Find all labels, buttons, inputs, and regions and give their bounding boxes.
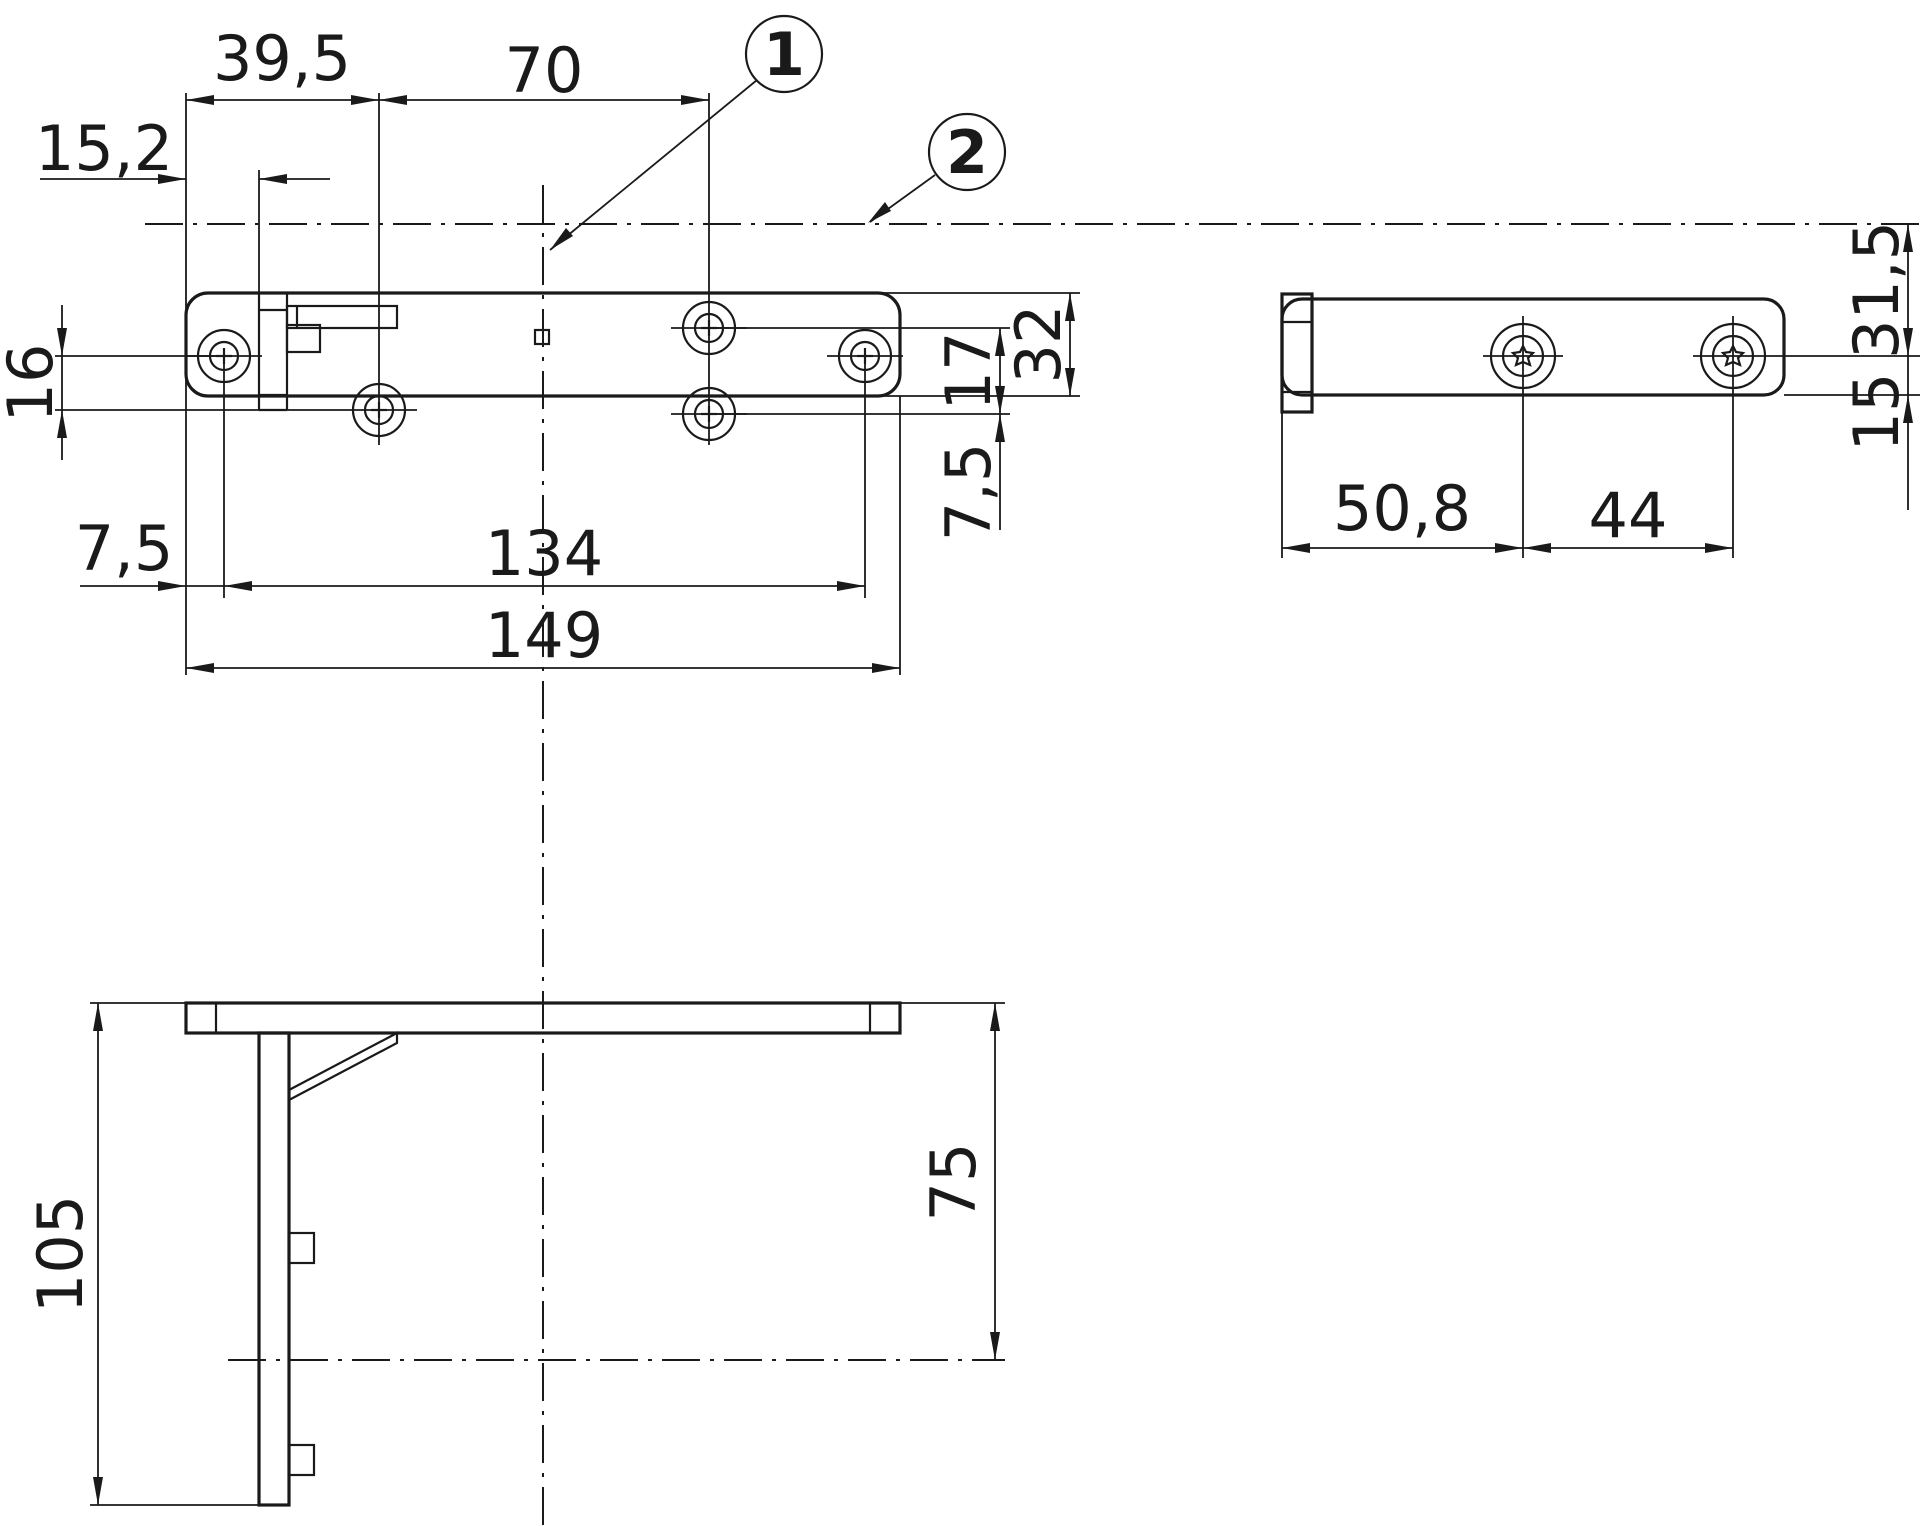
callout-1 bbox=[549, 14, 824, 251]
center-lines bbox=[145, 185, 1920, 1526]
dim-label-134: 134 bbox=[485, 517, 603, 590]
callout-1-number: 1 bbox=[763, 20, 805, 90]
callout-2 bbox=[868, 112, 1007, 223]
dim-label-15-2: 15,2 bbox=[35, 112, 173, 185]
side-plate-outline bbox=[1280, 297, 1786, 397]
front-pin-lower bbox=[287, 1443, 316, 1477]
dim-label-75: 75 bbox=[917, 1143, 990, 1222]
dim-label-7-5-left: 7,5 bbox=[75, 512, 174, 585]
top-view-plate bbox=[184, 291, 903, 442]
dim-label-149: 149 bbox=[485, 599, 603, 672]
side-view-dimensions bbox=[1281, 224, 1920, 558]
dim-label-50-8: 50,8 bbox=[1333, 472, 1471, 545]
dim-label-16: 16 bbox=[0, 344, 67, 423]
dim-label-31-5: 31,5 bbox=[1840, 221, 1913, 359]
dim-label-7-5-right: 7,5 bbox=[932, 443, 1005, 542]
dim-label-44: 44 bbox=[1589, 479, 1668, 552]
front-view-dimensions bbox=[90, 1002, 1005, 1506]
top-view-dimensions bbox=[40, 93, 1080, 675]
dimension-labels: 39,5 70 15,2 7,5 134 149 16 17 32 7,5 50… bbox=[0, 20, 1913, 1313]
callout-2-number: 2 bbox=[946, 118, 988, 188]
front-pin-upper bbox=[287, 1231, 316, 1265]
dim-label-17: 17 bbox=[932, 332, 1005, 411]
dim-label-39-5: 39,5 bbox=[213, 22, 351, 95]
dim-label-70: 70 bbox=[505, 34, 584, 107]
front-brace bbox=[288, 1031, 399, 1101]
arm-outline bbox=[285, 304, 399, 330]
front-top-plate bbox=[184, 1001, 902, 1035]
dim-label-32: 32 bbox=[1002, 305, 1075, 384]
hole-centerlines bbox=[186, 327, 903, 415]
tab-outline bbox=[285, 323, 322, 354]
front-vertical-leg bbox=[257, 1031, 291, 1507]
dim-label-15: 15 bbox=[1840, 373, 1913, 452]
dim-label-105: 105 bbox=[24, 1195, 97, 1313]
front-view bbox=[184, 1001, 902, 1507]
center-marker bbox=[533, 328, 551, 346]
side-flange bbox=[1280, 292, 1314, 414]
